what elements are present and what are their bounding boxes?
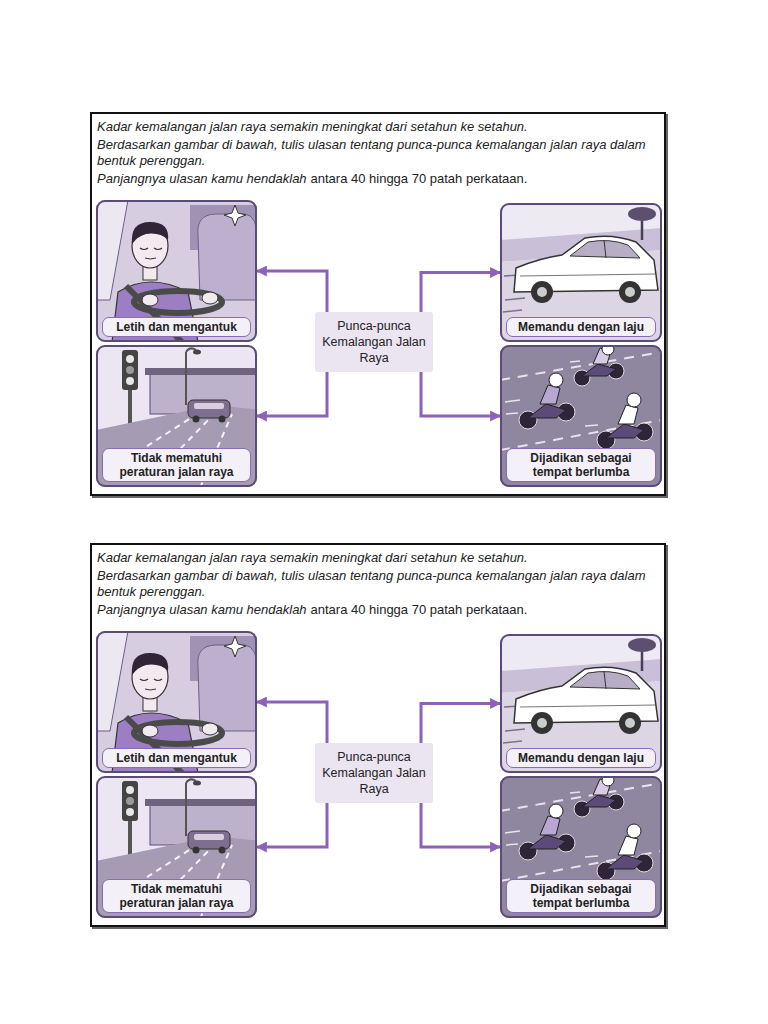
picture-caption: Letih dan mengantuk [102,317,251,337]
arrow-connector [421,803,500,847]
picture-box: Tidak mematuhi peraturan jalan raya [96,776,257,918]
picture-caption: Letih dan mengantuk [102,748,251,768]
arrow-connector [257,372,327,416]
picture-caption: Dijadikan sebagai tempat berlumba [506,879,656,913]
instruction-line: Kadar kemalangan jalan raya semakin meni… [97,119,659,136]
arrow-connector [257,803,327,847]
instruction-text: Panjangnya ulasan kamu hendaklah [97,602,307,617]
arrow-connector [421,704,500,744]
worksheet-panel: Kadar kemalangan jalan raya semakin meni… [90,543,666,927]
instruction-line: Berdasarkan gambar di bawah, tulis ulasa… [97,137,659,170]
picture-box: Memandu dengan laju [500,203,662,342]
picture-caption: Memandu dengan laju [506,317,656,337]
instruction-line: Berdasarkan gambar di bawah, tulis ulasa… [97,568,659,601]
arrow-connector [257,271,327,312]
instruction-emphasis: antara 40 hingga 70 patah perkataan. [311,171,528,186]
worksheet-panel: Kadar kemalangan jalan raya semakin meni… [90,112,666,496]
central-topic-text: Punca-punca Kemalangan Jalan Raya [321,318,427,366]
central-topic-text: Punca-punca Kemalangan Jalan Raya [321,749,427,797]
instruction-emphasis: antara 40 hingga 70 patah perkataan. [311,602,528,617]
instruction-text: Panjangnya ulasan kamu hendaklah [97,171,307,186]
instruction-line: Panjangnya ulasan kamu hendaklah antara 4… [97,602,659,619]
arrow-connector [421,273,500,313]
picture-caption: Tidak mematuhi peraturan jalan raya [102,448,251,482]
picture-box: Letih dan mengantuk [96,200,257,342]
picture-box: Memandu dengan laju [500,634,662,773]
picture-caption: Dijadikan sebagai tempat berlumba [506,448,656,482]
picture-caption: Memandu dengan laju [506,748,656,768]
picture-box: Tidak mematuhi peraturan jalan raya [96,345,257,487]
picture-caption: Tidak mematuhi peraturan jalan raya [102,879,251,913]
instruction-line: Kadar kemalangan jalan raya semakin meni… [97,550,659,567]
arrow-connector [257,702,327,743]
instruction-text: Kadar kemalangan jalan raya semakin meni… [97,119,659,188]
central-topic-box: Punca-punca Kemalangan Jalan Raya [315,312,433,372]
instruction-text: Kadar kemalangan jalan raya semakin meni… [97,550,659,619]
picture-box: Dijadikan sebagai tempat berlumba [500,345,662,487]
central-topic-box: Punca-punca Kemalangan Jalan Raya [315,743,433,803]
arrow-connector [421,372,500,416]
picture-box: Letih dan mengantuk [96,631,257,773]
panel-illustrations [96,631,662,921]
picture-box: Dijadikan sebagai tempat berlumba [500,776,662,918]
instruction-line: Panjangnya ulasan kamu hendaklah antara 4… [97,171,659,188]
panel-illustrations [96,200,662,490]
